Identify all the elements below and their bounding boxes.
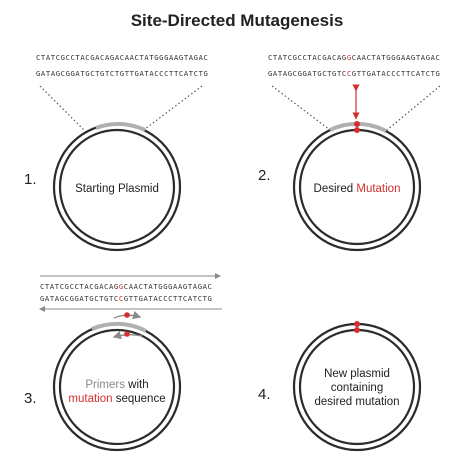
panel-2-label-plain: Desired <box>314 183 357 195</box>
panel-2-top-seq-part-b: CAACTATGGGAAGTAGAC <box>352 53 441 62</box>
panel-3-label-red: mutation <box>68 393 112 405</box>
panel-2-label: Desired Mutation <box>314 183 401 195</box>
panel-2-bottom-seq-part-a: GATAGCGGATGCTGTC <box>268 69 347 78</box>
panel-2-step-number: 2. <box>258 167 271 184</box>
panel-4-label-line-1: New plasmid <box>324 368 390 380</box>
panel-2-mutation-dot-inner <box>354 127 360 133</box>
panel-3: CTATCGCCTACGACAGGCAACTATGGGAAGTAGAC GATA… <box>24 273 222 452</box>
panel-1-step-number: 1. <box>24 171 37 188</box>
panel-1-bottom-sequence: GATAGCGGATGCTGTCTGTTGATACCCTTCATCTG <box>36 69 208 78</box>
panel-4-step-number: 4. <box>258 386 271 403</box>
panel-2-bottom-seq-part-b: GTTGATACCCTTCATCTG <box>352 69 441 78</box>
panel-4-label-line-2: containing <box>331 382 383 394</box>
panel-2-top-seq-part-a: CTATCGCCTACGACAG <box>268 53 347 62</box>
panel-2: CTATCGCCTACGACAGGCAACTATGGGAAGTAGAC GATA… <box>258 53 441 252</box>
panel-2-top-seq-mutation: G <box>347 53 352 62</box>
panel-3-label-line-2: mutation sequence <box>68 393 165 405</box>
panel-3-forward-primer-dot <box>124 312 130 318</box>
panel-3-top-seq-mutation: G <box>119 282 124 291</box>
panel-2-label-red: Mutation <box>356 183 400 195</box>
panel-3-label-rest-2: sequence <box>113 393 166 405</box>
panel-1-label: Starting Plasmid <box>75 183 159 195</box>
panel-1-top-sequence: CTATCGCCTACGACAGACAACTATGGGAAGTAGAC <box>36 53 208 62</box>
panel-3-label-rest-1: with <box>125 379 149 391</box>
panel-1-highlight-segment <box>95 122 146 132</box>
panel-3-label-line-1: Primers with <box>85 379 148 391</box>
panel-3-top-seq-part-a: CTATCGCCTACGACAG <box>40 282 119 291</box>
panel-3-top-sequence: CTATCGCCTACGACAGGCAACTATGGGAAGTAGAC <box>40 282 212 291</box>
panel-3-top-seq-part-b: CAACTATGGGAAGTAGAC <box>124 282 213 291</box>
panel-3-plasmid-inner-ring <box>58 328 176 446</box>
panel-1: CTATCGCCTACGACAGACAACTATGGGAAGTAGAC GATA… <box>24 53 208 252</box>
panel-3-bottom-sequence: GATAGCGGATGCTGTCCGTTGATACCCTTCATCTG <box>40 294 212 303</box>
panel-1-zoom-line-right <box>144 85 203 130</box>
panel-3-label-grey: Primers <box>85 379 125 391</box>
panel-3-step-number: 3. <box>24 390 37 407</box>
panel-4-mutation-dot-inner <box>354 327 360 333</box>
panel-4-label-line-3: desired mutation <box>314 396 399 408</box>
panel-4: 4. New plasmid containing desired mutati… <box>258 321 422 452</box>
panel-2-bottom-sequence: GATAGCGGATGCTGTCCGTTGATACCCTTCATCTG <box>268 69 440 78</box>
panel-1-plasmid-inner-ring <box>58 128 176 246</box>
panel-2-top-sequence: CTATCGCCTACGACAGGCAACTATGGGAAGTAGAC <box>268 53 440 62</box>
panel-1-zoom-line-left <box>39 85 88 134</box>
panel-3-bottom-seq-mutation: C <box>119 294 124 303</box>
panel-2-mutation-dot-outer <box>354 121 360 127</box>
panel-2-zoom-line-left <box>271 85 331 131</box>
panel-3-bottom-seq-part-a: GATAGCGGATGCTGTC <box>40 294 119 303</box>
panel-3-reverse-primer-dot <box>124 331 130 337</box>
panel-2-bottom-seq-mutation: C <box>347 69 352 78</box>
panel-3-highlight-segment <box>91 321 147 333</box>
panel-3-bottom-seq-part-b: GTTGATACCCTTCATCTG <box>124 294 213 303</box>
panel-4-mutation-dot-outer <box>354 321 360 327</box>
panel-2-zoom-line-right <box>386 85 441 131</box>
diagram-title: Site-Directed Mutagenesis <box>131 11 344 30</box>
